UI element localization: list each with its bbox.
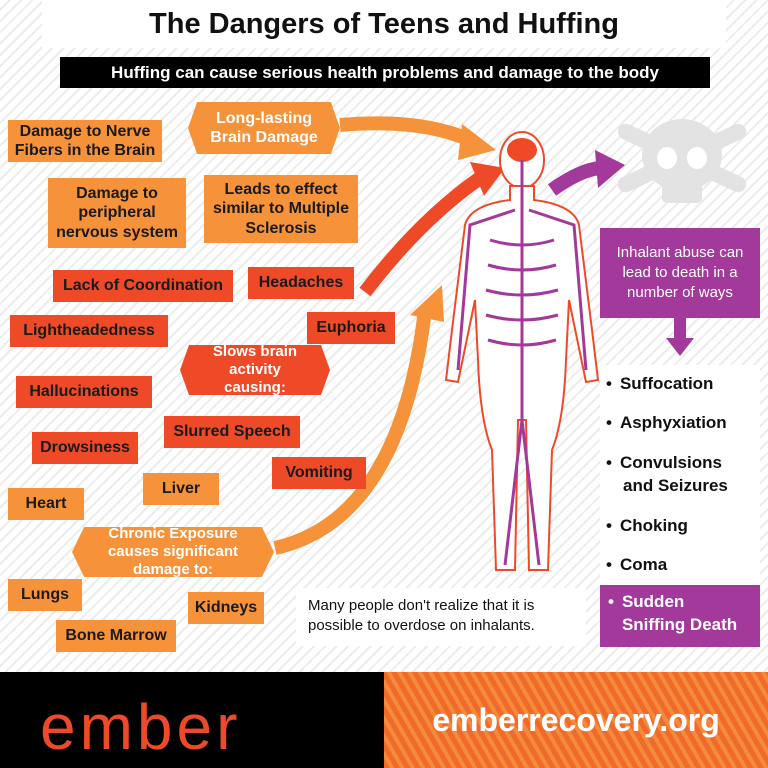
skull-crossbones-icon [617,119,747,203]
death-item: Coma [606,554,667,577]
arrow-headaches [359,172,485,297]
nerves [456,138,588,566]
ember-logo: ember [40,691,242,763]
effect-peripheral: Damage to peripheral nervous system [48,178,186,248]
arrowhead [595,150,625,188]
organ-kidneys: Kidneys [188,592,264,624]
death-item: Asphyxiation [606,412,727,435]
effect-brain-damage: Long-lasting Brain Damage [188,102,340,154]
organ-lungs: Lungs [8,579,82,611]
website-url[interactable]: emberrecovery.org [384,672,768,768]
effect-hallucinations: Hallucinations [16,376,152,408]
arrow-down-shaft [674,318,686,340]
effect-headaches: Headaches [248,267,354,299]
arrow-down-head [666,338,694,356]
arrowhead [458,124,496,160]
arrow-brain-damage [339,116,473,147]
death-item: Convulsions and Seizures [606,452,756,498]
death-item-highlight: •Sudden Sniffing Death [600,585,760,647]
footer-left [0,672,384,768]
effect-multiple-sclerosis: Leads to effect similar to Multiple Scle… [204,175,358,243]
effect-slurred-speech: Slurred Speech [164,416,300,448]
chronic-exposure: Chronic Exposure causes significant dama… [72,527,274,577]
death-intro: Inhalant abuse can lead to death in a nu… [600,228,760,318]
arrowhead [410,285,444,322]
effect-coordination: Lack of Coordination [53,270,233,302]
overdose-note: Many people don't realize that it is pos… [296,588,586,646]
effect-drowsiness: Drowsiness [32,432,138,464]
effect-vomiting: Vomiting [272,457,366,489]
arrow-death [547,161,602,196]
subtitle: Huffing can cause serious health problem… [60,57,710,88]
effect-nerve-fibers: Damage to Nerve Fibers in the Brain [8,120,162,162]
slows-brain-activity: Slows brain activity causing: [180,345,330,395]
effect-euphoria: Euphoria [307,312,395,344]
death-item: Choking [606,515,688,538]
arrow-chronic [273,309,432,555]
organ-heart: Heart [8,488,84,520]
effect-lightheadedness: Lightheadedness [10,315,168,347]
organ-liver: Liver [143,473,219,505]
arrowhead [470,162,505,196]
page-title: The Dangers of Teens and Huffing [42,0,726,48]
death-item: Suffocation [606,373,714,396]
organ-bone-marrow: Bone Marrow [56,620,176,652]
death-highlight-text: Sudden Sniffing Death [621,592,738,634]
